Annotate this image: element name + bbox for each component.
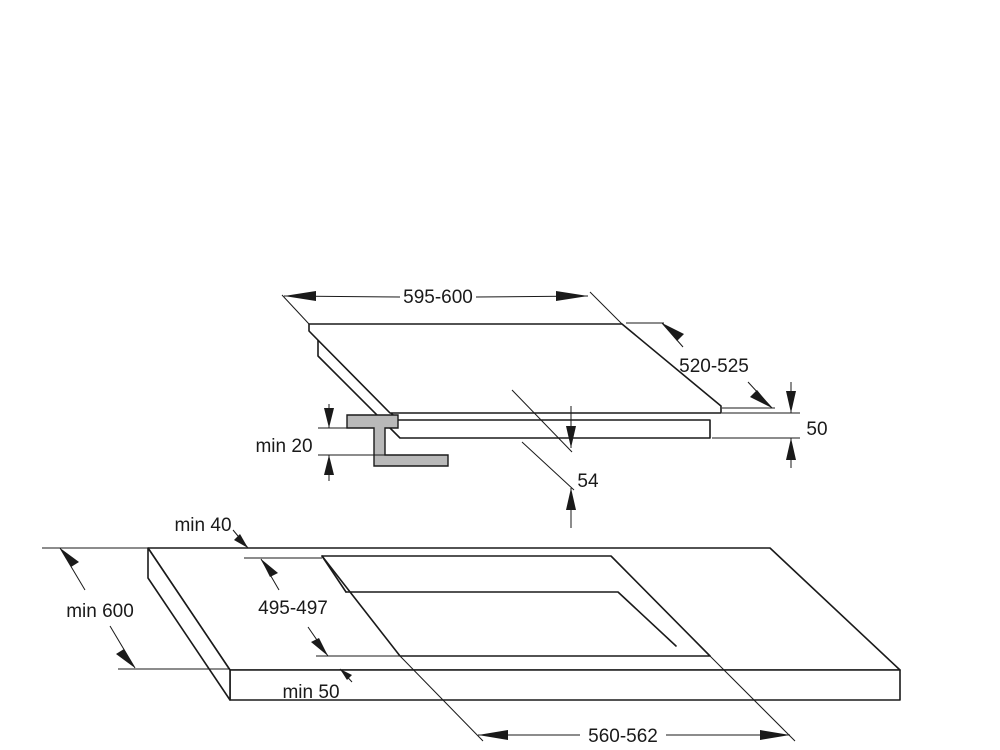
label-side-clearance: min 40 — [174, 515, 231, 536]
dimension-worktop-depth — [42, 547, 230, 670]
label-cutout-width: 560-562 — [588, 726, 658, 747]
dimension-cutout-depth — [244, 557, 400, 657]
hob — [308, 323, 722, 439]
dimension-side-clearance — [148, 529, 322, 549]
dimension-hob-height — [511, 389, 576, 528]
label-hob-thickness: 50 — [806, 419, 827, 440]
dimension-bracket-clearance — [318, 404, 385, 481]
label-front-clearance: min 50 — [282, 682, 339, 703]
label-hob-depth: 520-525 — [679, 356, 749, 377]
dimension-hob-depth — [626, 322, 775, 409]
dimension-cutout-width — [399, 655, 796, 742]
worktop — [147, 547, 901, 701]
dimension-hob-thickness — [712, 382, 800, 468]
dimension-hob-width — [281, 291, 623, 325]
label-hob-width: 595-600 — [403, 287, 473, 308]
label-hob-height: 54 — [577, 471, 599, 492]
label-worktop-depth: min 600 — [66, 601, 134, 622]
dimension-front-clearance — [339, 668, 353, 683]
label-cutout-depth: 495-497 — [258, 598, 328, 619]
label-bracket-clearance: min 20 — [255, 436, 312, 457]
